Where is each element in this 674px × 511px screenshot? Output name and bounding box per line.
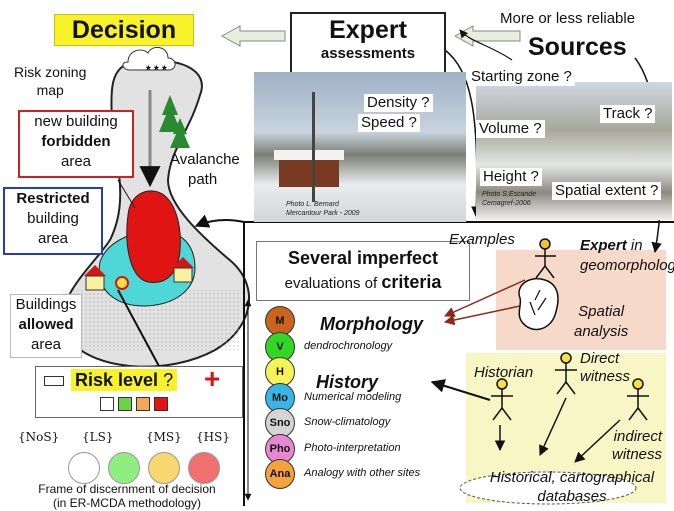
direct-witness-label: Direct witness (580, 350, 631, 385)
frame-label-0: {NoS} (18, 430, 60, 444)
spatial-extent-question: Spatial extent ? (552, 182, 662, 200)
photo-left-credit: Photo L. Bernard Mercantour Park - 2009 (286, 201, 360, 217)
examples-label: Examples (449, 231, 515, 248)
frame-dot-2 (148, 452, 180, 484)
photo-left: Density ? Speed ? Photo L. Bernard Merca… (254, 72, 466, 222)
height-question: Height ? (480, 168, 542, 186)
starting-zone-question: Starting zone ? (468, 68, 575, 86)
criterion-pho-label: Photo-interpretation (304, 441, 401, 454)
frame-label-1: {LS} (82, 430, 114, 444)
history-heading: History (316, 372, 379, 392)
criterion-mo-label: Numerical modeling (304, 390, 402, 403)
criterion-mo-icon: Mo (265, 382, 295, 413)
track-question: Track ? (600, 105, 656, 123)
expert-geomorphology-label: Expert in geomorphology (580, 237, 674, 274)
frame-label-2: {MS} (146, 430, 182, 444)
evaluations-line2: evaluations of criteria (284, 272, 442, 292)
risk-square-0 (100, 397, 114, 411)
indirect-witness-label: indirect witness (612, 428, 663, 463)
frame-label-3: {HS} (196, 430, 230, 444)
criterion-ana-label: Analogy with other sites (304, 467, 421, 479)
volume-question: Volume ? (476, 120, 545, 138)
criterion-m-icon: M (265, 306, 295, 336)
risk-square-3 (154, 397, 168, 411)
frame-caption: Frame of discernment of decision (in ER-… (38, 482, 216, 510)
risk-square-1 (118, 397, 132, 411)
criterion-v-label: dendrochronology (304, 339, 393, 352)
criterion-ana-icon: Ana (265, 459, 295, 489)
criterion-h-icon: H (265, 357, 295, 387)
restricted-area-box: Restricted building area (3, 187, 103, 255)
risk-zoning-map-label: Risk zoning map (14, 64, 87, 98)
criterion-pho-icon: Pho (265, 433, 295, 464)
decision-title: Decision (54, 14, 194, 46)
svg-text:* * *: * * * (146, 63, 167, 77)
expert-title: Expert (329, 16, 407, 44)
allowed-area-box: Buildings allowed area (10, 294, 82, 358)
sources-subtitle: More or less reliable (500, 10, 636, 27)
photo-right-credit: Photo S.Escande Cemagref-2006 (482, 191, 537, 207)
forbidden-area-box: new building forbidden area (18, 110, 134, 178)
sources-title: Sources (528, 33, 627, 61)
risk-level-label: Risk level ? (71, 369, 178, 391)
frame-dot-3 (188, 452, 220, 484)
forbidden-zone-shape (126, 190, 181, 284)
plus-icon: + (204, 363, 221, 394)
evaluations-line1: Several imperfect (287, 248, 439, 268)
density-question: Density ? (364, 94, 433, 112)
expert-subtitle: assessments (320, 45, 416, 62)
spatial-analysis-label: Spatial analysis (574, 303, 629, 340)
historian-label: Historian (474, 364, 534, 381)
risk-square-2 (136, 397, 150, 411)
criterion-sno-label: Snow-climatology (304, 416, 391, 428)
speed-question: Speed ? (358, 114, 420, 132)
avalanche-path-label: Avalanche path (170, 151, 240, 188)
frame-dot-0 (68, 452, 100, 484)
minus-icon (44, 376, 64, 386)
morphology-heading: Morphology (320, 314, 423, 334)
evaluations-box: Several imperfect evaluations of criteri… (256, 241, 470, 301)
criterion-sno-icon: Sno (265, 408, 295, 438)
frame-dot-1 (108, 452, 140, 484)
expert-assessments-box: Expert assessments (290, 12, 446, 74)
databases-label: Historical, cartographical databases (489, 469, 655, 505)
